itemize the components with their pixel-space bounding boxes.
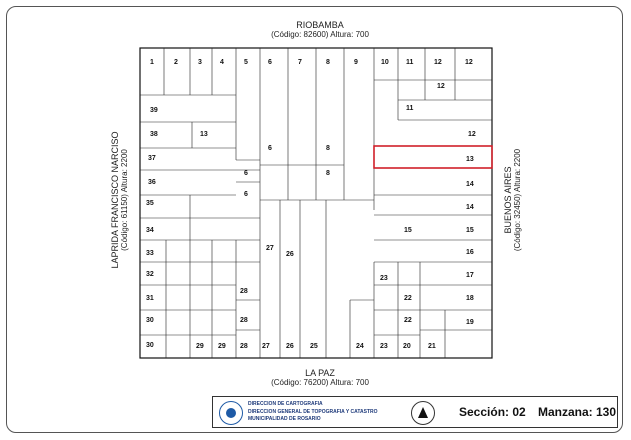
lot-label: 12 [465,59,473,66]
lot-label: 38 [150,131,158,138]
lot-label: 27 [262,343,270,350]
map-frame [6,6,623,433]
lot-label: 3 [198,59,202,66]
lot-label: 8 [326,59,330,66]
lot-label: 15 [466,227,474,234]
lot-label: 13 [466,156,474,163]
lot-label: 11 [406,59,414,66]
lot-label: 22 [404,295,412,302]
lot-label: 14 [466,204,474,211]
lot-label: 19 [466,319,474,326]
lot-label: 22 [404,317,412,324]
lot-label: 6 [244,170,248,177]
lot-label: 28 [240,317,248,324]
street-code: (Código: 82600) Altura: 700 [271,30,369,39]
lot-label: 32 [146,271,154,278]
lot-label: 10 [381,59,389,66]
municipal-seal-icon [219,401,243,425]
lot-label: 6 [268,59,272,66]
lot-label: 12 [468,131,476,138]
lot-label: 11 [406,105,414,112]
lot-label: 28 [240,288,248,295]
lot-label: 26 [286,251,294,258]
lot-label: 12 [434,59,442,66]
lot-label: 25 [310,343,318,350]
lot-label: 14 [466,181,474,188]
lot-label: 23 [380,275,388,282]
lot-labels: 1 2 3 4 5 6 7 8 9 10 11 12 39 38 37 36 3… [146,59,476,350]
lot-label: 37 [148,155,156,162]
lot-label: 23 [380,343,388,350]
highlighted-parcel [373,145,493,169]
lot-label: 31 [146,295,154,302]
street-top-riobamba: RIOBAMBA (Código: 82600) Altura: 700 [215,20,425,40]
lot-label: 4 [220,59,224,66]
lot-label: 18 [466,295,474,302]
dept-line: DIRECCION GENERAL DE TOPOGRAFIA Y CATAST… [248,408,378,415]
lot-label: 27 [266,245,274,252]
lot-label: 29 [218,343,226,350]
lot-label: 13 [200,131,208,138]
lot-label: 30 [146,317,154,324]
dept-line: DIRECCION DE CARTOGRAFIA [248,401,323,407]
lot-label: 12 [437,83,445,90]
lot-label: 8 [326,170,330,177]
lot-label: 34 [146,227,154,234]
lot-label: 20 [403,343,411,350]
section-label: Sección: 02 [459,405,526,419]
lot-label: 17 [466,272,474,279]
lot-label: 16 [466,249,474,256]
footer-panel: DIRECCION DE CARTOGRAFIA DIRECCION GENER… [212,396,618,428]
lot-label: 5 [244,59,248,66]
lot-label: 6 [268,145,272,152]
north-arrow-icon [411,401,435,425]
lot-label: 39 [150,107,158,114]
lot-label: 30 [146,342,154,349]
lot-label: 8 [326,145,330,152]
parcel-lines [140,48,492,358]
manzana-label: Manzana: 130 [538,405,617,419]
lot-label: 1 [150,59,154,66]
street-name: LA PAZ [305,368,335,378]
street-code: (Código: 76200) Altura: 700 [271,378,369,387]
lot-label: 15 [404,227,412,234]
street-bottom-la-paz: LA PAZ (Código: 76200) Altura: 700 [215,368,425,388]
lot-label: 9 [354,59,358,66]
lot-label: 33 [146,250,154,257]
lot-label: 24 [356,343,364,350]
dept-line: MUNICIPALIDAD DE ROSARIO [248,416,321,422]
lot-label: 26 [286,343,294,350]
department-text: DIRECCION DE CARTOGRAFIA DIRECCION GENER… [248,401,378,424]
lot-label: 29 [196,343,204,350]
street-name: RIOBAMBA [296,20,344,30]
lot-label: 28 [240,343,248,350]
lot-label: 35 [146,200,154,207]
lot-label: 2 [174,59,178,66]
lot-label: 21 [428,343,436,350]
lot-label: 6 [244,191,248,198]
lot-label: 36 [148,179,156,186]
lot-label: 7 [298,59,302,66]
